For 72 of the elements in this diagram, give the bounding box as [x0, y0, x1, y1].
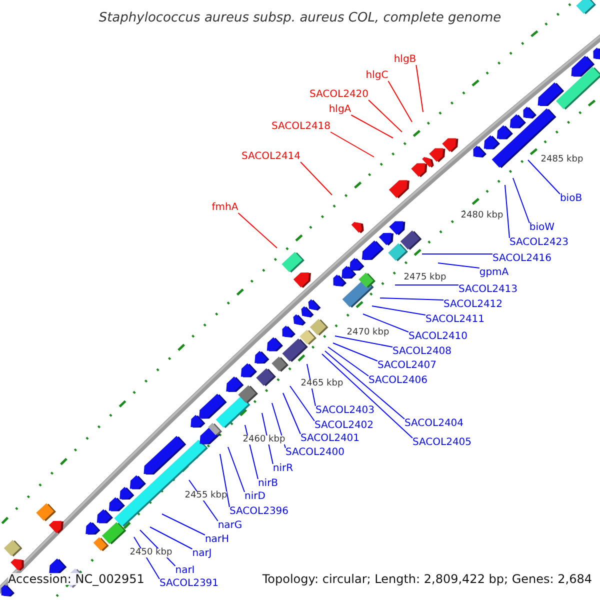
genome-info-text: Topology: circular; Length: 2,809,422 bp; Genes: 2,684 — [262, 573, 592, 585]
scale-label: 2485 kbp — [540, 156, 584, 164]
gene-label: SACOL2404 — [404, 419, 464, 429]
leader-line — [290, 386, 315, 422]
leader-line — [388, 80, 412, 122]
gene-label: SACOL2414 — [241, 152, 301, 162]
gene-label: SACOL2411 — [425, 315, 485, 325]
title: Staphylococcus aureus subsp. aureus COL, complete genome — [98, 12, 502, 24]
leader-line — [372, 306, 426, 316]
gene-label: SACOL2396 — [229, 507, 289, 517]
gene-label: SACOL2400 — [285, 448, 345, 458]
scale-label: 2470 kbp — [346, 328, 390, 338]
leader-line — [416, 64, 424, 112]
gene-label: nirR — [272, 464, 294, 474]
scale-label: 2480 kbp — [460, 212, 504, 220]
gene-label: narH — [204, 535, 230, 545]
gene-label: SACOL2418 — [271, 122, 331, 132]
gene-label: SACOL2410 — [408, 332, 468, 342]
gene-label: hlgB — [394, 55, 416, 65]
leader-line — [438, 262, 480, 268]
scale-label: 2475 kbp — [404, 274, 446, 282]
leader-line — [322, 354, 413, 438]
leader-line — [512, 178, 530, 224]
leader-line — [380, 298, 444, 300]
gene-label: narG — [218, 521, 242, 531]
accession-text: Accession: NC_002951 — [8, 573, 144, 585]
leader-line — [238, 212, 278, 248]
leader-line — [328, 346, 369, 376]
gene-label: SACOL2402 — [314, 421, 374, 431]
leader-line — [330, 132, 374, 158]
gene-label: bioB — [560, 194, 582, 204]
gene-label: SACOL2423 — [509, 238, 569, 248]
gene-label: bioW — [529, 223, 555, 233]
gene-label: hlgC — [366, 71, 388, 81]
gene-label: narI — [175, 566, 195, 576]
gene-label: SACOL2401 — [300, 434, 360, 444]
gene-label: SACOL2412 — [443, 300, 503, 310]
gene-label: SACOL2407 — [377, 361, 437, 371]
leader-line — [244, 424, 258, 480]
gene-label: SACOL2420 — [309, 90, 369, 100]
gene-label: nirB — [258, 479, 278, 489]
leader-line — [350, 114, 394, 138]
leader-line — [394, 284, 459, 286]
leader-line — [150, 526, 193, 550]
leader-line — [528, 160, 560, 194]
leader-line — [282, 392, 301, 434]
gene-label: SACOL2391 — [159, 579, 219, 589]
leader-line — [368, 100, 402, 132]
gene-label: nirD — [244, 492, 266, 502]
gene-label: SACOL2406 — [368, 376, 428, 386]
gene-label: SACOL2416 — [492, 254, 552, 264]
gene-label: SACOL2413 — [458, 285, 518, 295]
gene-label: SACOL2405 — [412, 438, 472, 448]
leader-line — [162, 514, 206, 536]
leader-line — [220, 454, 230, 508]
gene-label: fmhA — [212, 203, 238, 213]
scale-label: 2460 kbp — [242, 436, 286, 444]
scale-label: 2455 kbp — [184, 492, 228, 500]
leader-line — [504, 184, 510, 238]
gene-label: narJ — [192, 549, 212, 559]
scale-label: 2450 kbp — [130, 548, 172, 558]
gene-label: SACOL2408 — [392, 347, 452, 357]
gene-label: hlgA — [328, 105, 352, 115]
gene-label: gpmA — [479, 268, 509, 278]
leader-line — [334, 336, 393, 348]
leader-line — [228, 446, 246, 492]
gene-label: SACOL2403 — [315, 406, 375, 416]
leader-line — [324, 350, 405, 420]
leader-line — [362, 314, 409, 332]
leader-line — [332, 342, 378, 362]
leader-line — [300, 162, 332, 196]
scale-label: 2465 kbp — [300, 380, 344, 388]
